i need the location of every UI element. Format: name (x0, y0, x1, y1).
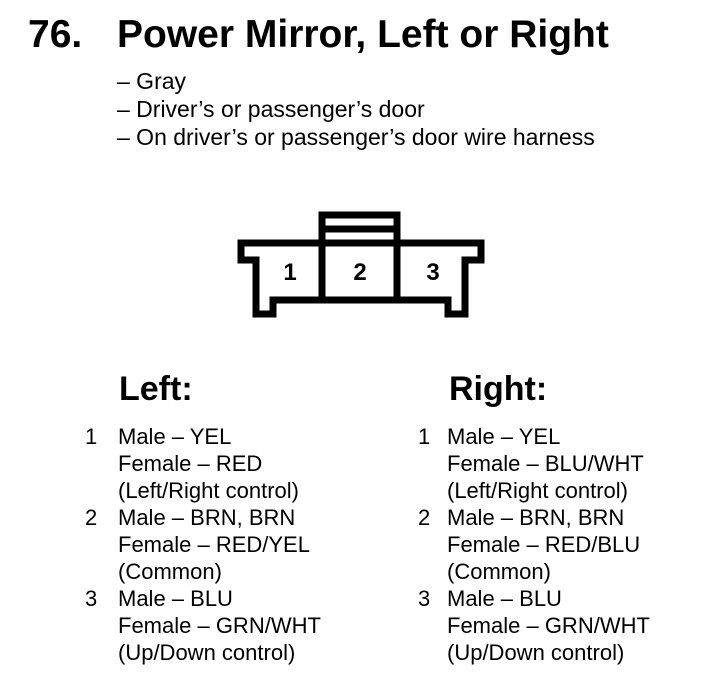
pin-wire-male: Male – BRN, BRN (447, 505, 625, 530)
pin-item: 3 Male – BLU Female – GRN/WHT (Up/Down c… (85, 585, 321, 666)
note-harness: – On driver’s or passenger’s door wire h… (117, 124, 595, 150)
note-color: – Gray (117, 68, 187, 94)
section-number: 76. (28, 13, 83, 56)
page-title: Power Mirror, Left or Right (117, 13, 609, 56)
pin-item: 3 Male – BLU Female – GRN/WHT (Up/Down c… (418, 585, 650, 666)
pin-wire-male: Male – YEL (118, 424, 232, 449)
cavity-number-1: 1 (283, 259, 296, 286)
pin-wire-male: Male – BLU (447, 586, 562, 611)
pin-number-label: 2 (85, 505, 98, 530)
pin-cavity-2-box (318, 239, 401, 304)
pin-function: (Common) (118, 559, 222, 584)
connector-body-outline (237, 239, 485, 318)
pin-number-label: 3 (418, 586, 431, 611)
left-column-heading: Left: (119, 370, 193, 408)
connector-diagram: 1 2 3 (237, 211, 485, 318)
pin-wire-male: Male – BRN, BRN (118, 505, 296, 530)
pin-wire-female: Female – RED/BLU (447, 532, 641, 557)
pin-wire-female: Female – GRN/WHT (447, 613, 650, 638)
pin-wire-female: Female – GRN/WHT (118, 613, 321, 638)
pin-item: 2 Male – BRN, BRN Female – RED/YEL (Comm… (85, 504, 321, 585)
pin-wire-info: Male – BRN, BRN Female – RED/BLU (Common… (447, 504, 640, 585)
pin-wire-info: Male – YEL Female – RED (Left/Right cont… (118, 423, 299, 504)
pin-wire-female: Female – BLU/WHT (447, 451, 644, 476)
pin-wire-info: Male – BLU Female – GRN/WHT (Up/Down con… (447, 585, 650, 666)
right-column-heading: Right: (449, 370, 548, 408)
pin-wire-male: Male – YEL (447, 424, 561, 449)
pin-wire-female: Female – RED/YEL (118, 532, 310, 557)
pin-item: 1 Male – YEL Female – BLU/WHT (Left/Righ… (418, 423, 650, 504)
pin-function: (Left/Right control) (118, 478, 299, 503)
cavity-number-3: 3 (426, 259, 439, 286)
pin-number-label: 1 (418, 424, 431, 449)
pin-wire-info: Male – BRN, BRN Female – RED/YEL (Common… (118, 504, 310, 585)
pin-item: 1 Male – YEL Female – RED (Left/Right co… (85, 423, 321, 504)
pin-wire-info: Male – BLU Female – GRN/WHT (Up/Down con… (118, 585, 321, 666)
pin-number-label: 1 (85, 424, 98, 449)
pin-wire-male: Male – BLU (118, 586, 233, 611)
cavity-number-2: 2 (353, 259, 366, 286)
pin-function: (Up/Down control) (118, 640, 296, 665)
connector-notes: – Gray – Driver’s or passenger’s door – … (117, 67, 595, 151)
left-pinout-list: 1 Male – YEL Female – RED (Left/Right co… (85, 423, 321, 666)
pin-function: (Left/Right control) (447, 478, 628, 503)
pin-wire-female: Female – RED (118, 451, 263, 476)
note-location: – Driver’s or passenger’s door (117, 96, 425, 122)
pin-item: 2 Male – BRN, BRN Female – RED/BLU (Comm… (418, 504, 650, 585)
pin-number-label: 2 (418, 505, 431, 530)
pin-wire-info: Male – YEL Female – BLU/WHT (Left/Right … (447, 423, 644, 504)
pin-function: (Common) (447, 559, 551, 584)
right-pinout-list: 1 Male – YEL Female – BLU/WHT (Left/Righ… (418, 423, 650, 666)
pin-function: (Up/Down control) (447, 640, 625, 665)
pin-number-label: 3 (85, 586, 98, 611)
